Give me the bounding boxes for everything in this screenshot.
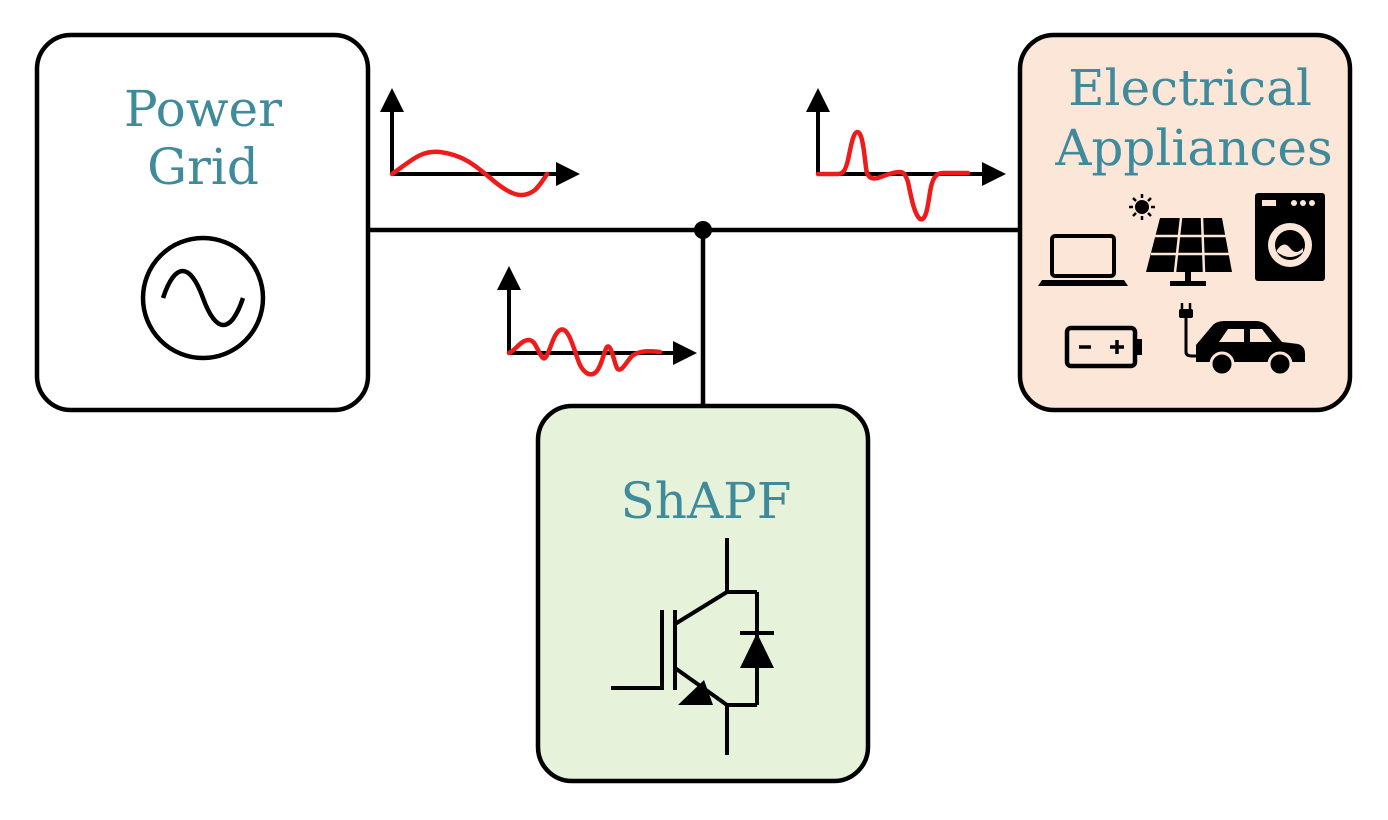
- solar-panel-icon: [1146, 217, 1232, 286]
- bus-junction-dot: [694, 221, 712, 239]
- electrical-appliances-block: Electrical Appliances: [1017, 32, 1353, 413]
- electric-car-icon: [1179, 303, 1305, 377]
- shapf-block: ShAPF: [535, 403, 871, 784]
- load-current-waveform: [806, 88, 1006, 222]
- battery-icon: [1064, 325, 1142, 369]
- appliances-title-line2: Appliances: [1054, 119, 1332, 177]
- washing-machine-icon: [1255, 193, 1325, 281]
- power-grid-title-line2: Grid: [147, 138, 259, 196]
- compensation-current-waveform: [497, 266, 697, 377]
- power-grid-title-line1: Power: [124, 80, 282, 138]
- igbt-with-diode-icon: [611, 538, 774, 755]
- power-grid-block: Power Grid: [34, 32, 371, 413]
- sun-icon: [1129, 194, 1155, 220]
- shapf-title: ShAPF: [621, 472, 792, 530]
- ac-source-icon: [140, 235, 266, 361]
- power-grid-box: [34, 32, 371, 413]
- laptop-icon: [1038, 234, 1128, 286]
- appliances-title-line1: Electrical: [1068, 59, 1312, 117]
- grid-current-waveform: [380, 88, 580, 198]
- shapf-box: [535, 403, 871, 784]
